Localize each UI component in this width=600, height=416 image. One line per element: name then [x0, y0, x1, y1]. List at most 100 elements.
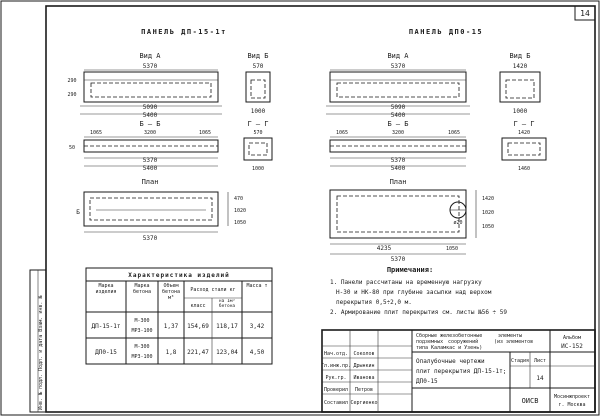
right-view-b-top-dim: 1420 — [513, 63, 528, 70]
right-view-a-outline — [329, 71, 467, 103]
main-title-line-1: Опалубочные чертежи — [416, 358, 485, 365]
right-section-gg-top-dim: 1420 — [518, 130, 530, 136]
left-plan-side-dim-3: 1050 — [234, 220, 246, 226]
spec-row2-concrete-b: МРЗ-100 — [131, 354, 152, 360]
right-plan-label: План — [390, 178, 407, 186]
left-plan-label: План — [142, 178, 159, 186]
spec-subheader-per: на 1м³ бетона — [218, 299, 236, 309]
signer-5-role: Составил — [324, 400, 348, 406]
page-number: 14 — [580, 9, 590, 18]
left-panel-drawing: ПАНЕЛЬ ДП-15-1т Вид А 5370 5090 5400 290… — [67, 28, 273, 242]
left-view-a-label: Вид А — [139, 52, 161, 60]
left-view-a-top-dim: 5370 — [143, 63, 158, 70]
spec-row1-mass: 3,42 — [250, 323, 265, 330]
left-plan-side-dim-1: 470 — [234, 196, 243, 202]
notes-block: Примечания: 1. Панели рассчитаны на врем… — [330, 266, 507, 316]
side-stamp: Инв. № подл. Подп. и дата Взам. инв. № — [29, 269, 47, 413]
notes-line-1: 1. Панели рассчитаны на временную нагруз… — [330, 279, 482, 286]
spec-header-mark: Марка изделия — [95, 283, 117, 295]
spec-row1-volume: 1,37 — [164, 323, 179, 330]
signer-4-name: Петров — [355, 387, 373, 393]
right-plan-dim-total: 5370 — [391, 256, 406, 263]
left-section-bb-left-dim: 50 — [69, 145, 75, 151]
left-plan-bottom-dim: 5370 — [143, 235, 158, 242]
left-view-b-bottom-dim: 1000 — [251, 108, 266, 115]
spec-row1-concrete-b: МРЗ-100 — [131, 328, 152, 334]
album-label: Альбом — [563, 334, 581, 341]
signer-4-role: Проверил — [324, 387, 348, 393]
spec-row2-volume: 1,8 — [166, 349, 177, 356]
right-view-a-top-dim: 5370 — [391, 63, 406, 70]
title-top-line-5: (из элементов — [494, 339, 533, 345]
spec-row2-mark: ДП0-15 — [95, 349, 117, 356]
left-section-bb-dim-a: 1065 — [90, 130, 102, 136]
left-plan-marker: Б — [76, 209, 80, 216]
left-plan-outline — [83, 191, 219, 227]
title-top-line-6: типа Каламкас и Узень) — [416, 345, 482, 351]
signer-2-name: Дрынкин — [353, 363, 374, 369]
spec-header-concrete: Марка бетона — [132, 283, 152, 295]
left-section-bb-dim-1: 5370 — [143, 157, 158, 164]
left-section-gg-top-dim: 570 — [253, 130, 262, 136]
left-section-bb-dim-c: 1065 — [199, 130, 211, 136]
left-view-b-label: Вид Б — [247, 52, 268, 60]
right-section-gg-bottom-dim: 1460 — [518, 166, 530, 172]
spec-table-title: Характеристика изделий — [128, 272, 229, 279]
stage-label: Стадия — [511, 358, 529, 364]
drawing-frame — [45, 5, 596, 413]
right-section-gg-label: Г – Г — [513, 120, 534, 128]
signer-5-name: Сергиенко — [350, 400, 377, 406]
signer-1-role: Нач.отд. — [324, 351, 348, 357]
right-section-bb-dim-c: 1065 — [448, 130, 460, 136]
spec-row2-steel: 221,47 — [187, 349, 209, 356]
right-plan-side-dim-1: 1420 — [482, 196, 494, 202]
spec-row1-mark: ДП-15-1т — [92, 323, 121, 330]
right-view-a-dim-2: 5400 — [391, 112, 406, 119]
right-view-b-label: Вид Б — [509, 52, 530, 60]
side-stamp-text: Инв. № подл. Подп. и дата Взам. инв. № — [38, 296, 44, 410]
left-section-gg-bottom-dim: 1000 — [252, 166, 264, 172]
org-right-2: г. Москва — [558, 402, 585, 408]
right-plan-hole-label: ø20 — [453, 220, 462, 226]
notes-line-4: 2. Армирование плит перекрытия см. листы… — [330, 309, 507, 316]
right-plan-side-dim-3: 1050 — [482, 224, 494, 230]
right-view-a-dim-1: 5090 — [391, 104, 406, 111]
notes-line-3: перекрытия 0,5÷2,0 м. — [336, 299, 412, 306]
title-block: Нач.отд. Соколов Гл.инж.пр. Дрынкин Рук.… — [321, 329, 596, 413]
title-top-line-4: сооружений — [448, 339, 478, 345]
right-plan-side-dim-2: 1020 — [482, 210, 494, 216]
left-section-bb-dim-2: 5400 — [143, 165, 158, 172]
spec-header-volume: Объем бетона м³ — [161, 283, 181, 301]
spec-row2-steel-per: 123,04 — [216, 349, 238, 356]
right-plan-outline — [329, 189, 467, 239]
right-view-a-label: Вид А — [387, 52, 409, 60]
right-plan-dim-small: 1050 — [446, 246, 458, 252]
right-view-b-bottom-dim: 1000 — [513, 108, 528, 115]
sheet-value: 14 — [536, 375, 544, 382]
title-top-line-1: Сборные железобетонные — [416, 332, 482, 339]
right-plan-dim-bottom: 4235 — [377, 245, 392, 252]
spec-row1-steel: 154,69 — [187, 323, 209, 330]
album-value: ИС-152 — [561, 343, 583, 350]
left-view-a-dim-2: 5400 — [143, 112, 158, 119]
title-top-line-3: подземных — [416, 339, 443, 345]
spec-subheader-class: класс — [190, 303, 205, 309]
notes-heading: Примечания: — [387, 266, 433, 274]
spec-row2-mass: 4,50 — [250, 349, 265, 356]
right-panel-drawing: ПАНЕЛЬ ДП0-15 Вид А 5370 5090 5400 Вид Б… — [326, 28, 547, 263]
right-section-bb-dim-1: 5370 — [391, 157, 406, 164]
spec-row1-concrete-a: М-300 — [134, 318, 149, 324]
right-section-bb-dim-a: 1065 — [336, 130, 348, 136]
right-panel-title: ПАНЕЛЬ ДП0-15 — [409, 28, 483, 36]
notes-line-2: Н-30 и НК-80 при глубине засыпки над вер… — [336, 289, 492, 296]
left-view-b-top-dim: 570 — [253, 63, 264, 70]
main-title-line-2: плит перекрытия ДП-15-1т; — [416, 368, 506, 375]
sheet-label: Лист — [534, 358, 546, 364]
signer-1-name: Соколов — [353, 351, 374, 357]
left-section-bb-label: Б – Б — [139, 120, 160, 128]
right-section-bb-dim-b: 3200 — [392, 130, 404, 136]
title-top-line-2: элементы — [498, 333, 522, 339]
spec-header-mass: Масса т — [246, 283, 268, 289]
left-view-a-dim-1: 5090 — [143, 104, 158, 111]
